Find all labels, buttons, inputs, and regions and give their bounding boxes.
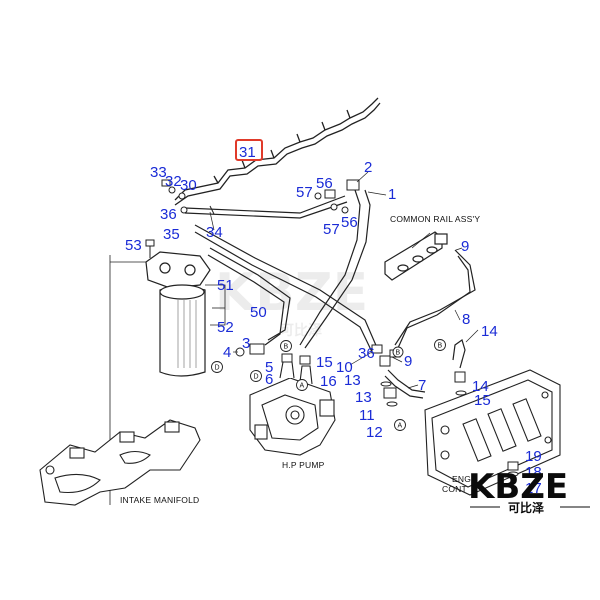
pump-fittings — [235, 343, 311, 365]
marker-B-right: B — [434, 339, 446, 351]
callout-16: 16 — [320, 373, 337, 390]
hp-pump — [249, 361, 336, 456]
callout-8: 8 — [462, 311, 470, 328]
callout-53: 53 — [125, 237, 142, 254]
callout-9-rail: 9 — [461, 238, 469, 255]
callout-18: 18 — [525, 464, 542, 481]
callout-17: 17 — [525, 480, 542, 497]
callout-4: 4 — [223, 344, 231, 361]
marker-D-left: D — [211, 361, 223, 373]
callout-31: 31 — [239, 144, 256, 161]
fuel-filter — [145, 251, 211, 377]
marker-B-mid: B — [392, 346, 404, 358]
callout-13-low: 13 — [355, 389, 372, 406]
callout-10: 10 — [336, 359, 353, 376]
fuel-lines — [184, 189, 476, 399]
engine-controller-label-line1: ENGI — [452, 474, 474, 484]
callout-numbers: 31 33 32 30 2 57 56 1 36 34 56 57 53 35 … — [125, 144, 542, 497]
logo-subtitle: 可比泽 — [508, 500, 544, 515]
svg-text:A: A — [300, 383, 305, 390]
callout-15-right: 15 — [474, 392, 491, 409]
callout-3: 3 — [242, 335, 250, 352]
common-rail — [384, 231, 448, 281]
callout-56-bottom: 56 — [341, 214, 358, 231]
engine-controller — [424, 369, 561, 496]
callout-6: 6 — [265, 371, 273, 388]
callout-19: 19 — [525, 448, 542, 465]
svg-text:D: D — [254, 374, 259, 381]
marker-A-pump: A — [296, 379, 308, 391]
rail-inlet-fittings — [314, 179, 360, 214]
callout-13-mid: 13 — [344, 372, 361, 389]
callout-15-pump: 15 — [316, 354, 333, 371]
rail-leader — [411, 232, 431, 249]
svg-text:B: B — [438, 343, 443, 350]
svg-text:B: B — [284, 344, 289, 351]
callout-14-top: 14 — [481, 323, 498, 340]
leakoff-tube — [174, 97, 381, 206]
kbze-logo: KBZE 可比泽 — [468, 467, 590, 515]
callout-12: 12 — [366, 424, 383, 441]
marker-A-right: A — [394, 419, 406, 431]
marker-B-pump: B — [280, 340, 292, 352]
callout-1: 1 — [388, 186, 396, 203]
callout-33: 33 — [150, 164, 167, 181]
callout-5: 5 — [265, 359, 273, 376]
svg-text:D: D — [215, 365, 220, 372]
callout-36-top: 36 — [160, 206, 177, 223]
common-rail-label: COMMON RAIL ASS'Y — [390, 214, 480, 224]
svg-text:A: A — [398, 423, 403, 430]
svg-text:B: B — [396, 350, 401, 357]
callout-11: 11 — [359, 407, 375, 424]
callout-51: 51 — [217, 277, 234, 294]
callout-50: 50 — [250, 304, 267, 321]
marker-D-pump: D — [250, 370, 262, 382]
callout-35: 35 — [163, 226, 180, 243]
intake-manifold-label: INTAKE MANIFOLD — [120, 495, 199, 505]
highlight-box — [235, 139, 263, 161]
logo-text: KBZE — [468, 467, 568, 507]
callout-2: 2 — [364, 159, 372, 176]
callout-14-right: 14 — [472, 378, 489, 395]
hp-pump-label: H.P PUMP — [282, 460, 325, 470]
bolt-53 — [145, 239, 155, 258]
engine-controller-label-line2: CONT — [442, 484, 467, 494]
ecu-fittings — [507, 461, 519, 477]
callout-57-bottom: 57 — [323, 221, 340, 238]
callout-57-top: 57 — [296, 184, 313, 201]
callout-34: 34 — [206, 224, 223, 241]
top-left-fittings — [161, 179, 215, 215]
callout-7: 7 — [418, 377, 426, 394]
callout-36-mid: 36 — [358, 345, 375, 362]
callout-30: 30 — [180, 177, 197, 194]
callout-52: 52 — [217, 319, 234, 336]
intake-manifold — [39, 419, 201, 506]
callout-9-mid: 9 — [404, 353, 412, 370]
callout-56-top: 56 — [316, 175, 333, 192]
callout-32: 32 — [165, 173, 182, 190]
leader-lines — [209, 171, 479, 389]
